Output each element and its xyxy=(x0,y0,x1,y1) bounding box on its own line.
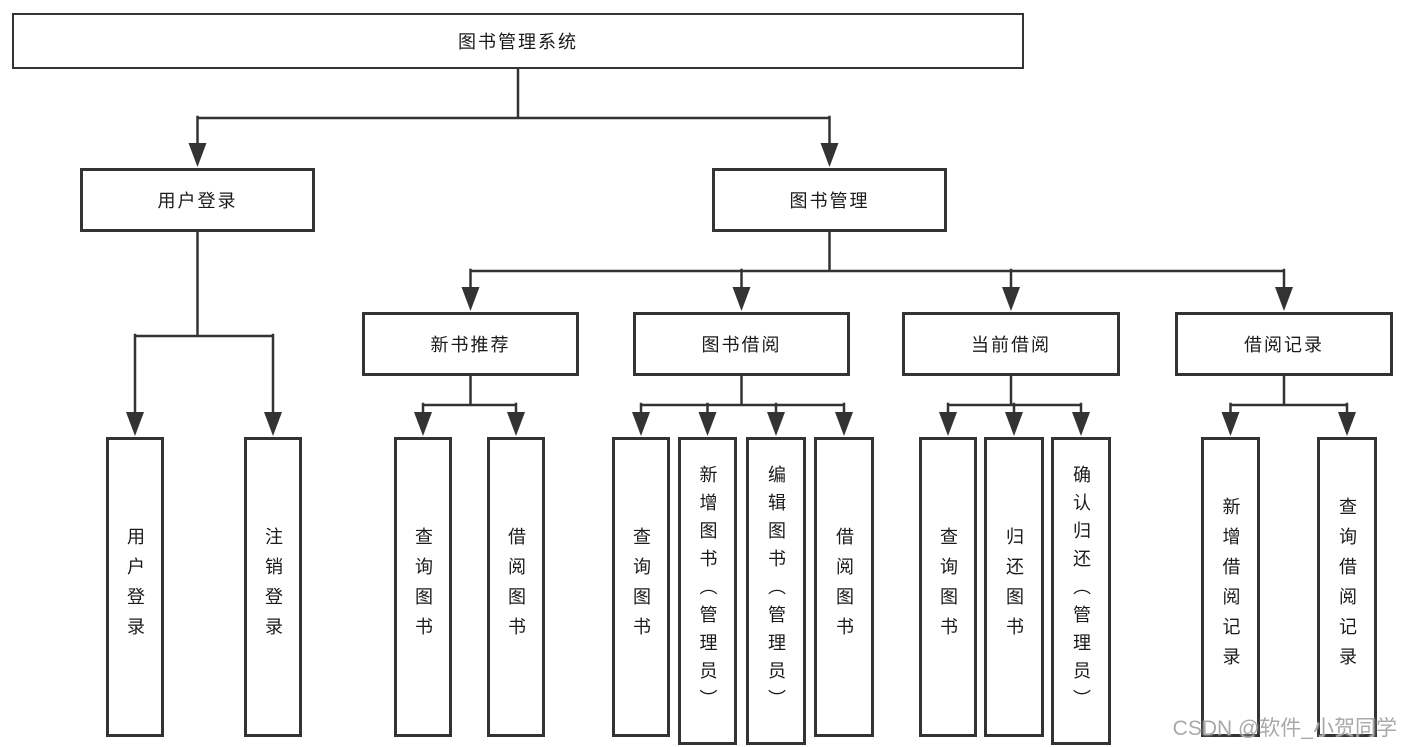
node-library-management-system: 图书管理系统 xyxy=(12,13,1024,69)
node-current-borrowing: 当前借阅 xyxy=(902,312,1120,376)
leaf-label: 用户登录 xyxy=(125,527,145,647)
leaf-borrow-books: 借阅图书 xyxy=(814,437,874,737)
node-new-book-recommendation: 新书推荐 xyxy=(362,312,579,376)
leaf-add-borrow-record: 新增借阅记录 xyxy=(1201,437,1260,737)
leaf-label: 借阅图书 xyxy=(834,527,854,647)
leaf-add-books-admin: 新增图书（管理员） xyxy=(678,437,737,745)
leaf-label: 查询图书 xyxy=(938,527,958,647)
leaf-confirm-return-admin: 确认归还（管理员） xyxy=(1051,437,1111,745)
leaf-user-login: 用户登录 xyxy=(106,437,164,737)
node-label: 图书管理系统 xyxy=(458,32,578,52)
leaf-return-books: 归还图书 xyxy=(984,437,1044,737)
node-label: 借阅记录 xyxy=(1244,335,1324,355)
leaf-label: 借阅图书 xyxy=(506,527,526,647)
connector-current-branch xyxy=(939,374,1090,436)
leaf-borrow-books-recommendation: 借阅图书 xyxy=(487,437,545,737)
leaf-query-borrow-record: 查询借阅记录 xyxy=(1317,437,1377,737)
leaf-label: 注销登录 xyxy=(263,527,283,647)
leaf-label: 新增借阅记录 xyxy=(1220,497,1241,677)
node-user-login: 用户登录 xyxy=(80,168,315,232)
connector-book-management-branch xyxy=(461,230,1293,311)
leaf-label: 查询借阅记录 xyxy=(1337,497,1357,677)
leaf-label: 确认归还（管理员） xyxy=(1071,465,1091,717)
leaf-label: 编辑图书（管理员） xyxy=(766,465,786,717)
node-borrowing-records: 借阅记录 xyxy=(1175,312,1393,376)
node-label: 新书推荐 xyxy=(430,335,511,355)
leaf-query-books-current: 查询图书 xyxy=(919,437,977,737)
leaf-query-books-borrowing: 查询图书 xyxy=(612,437,670,737)
node-label: 图书管理 xyxy=(789,191,870,211)
connector-borrowing-branch xyxy=(632,374,853,436)
leaf-edit-books-admin: 编辑图书（管理员） xyxy=(746,437,806,745)
leaf-label: 查询图书 xyxy=(631,527,651,647)
leaf-logout: 注销登录 xyxy=(244,437,302,737)
connector-user-login-branch xyxy=(126,230,282,436)
connector-recommendation-branch xyxy=(414,374,525,436)
node-label: 当前借阅 xyxy=(971,335,1051,355)
leaf-label: 新增图书（管理员） xyxy=(697,465,718,717)
connector-root-branch xyxy=(188,67,839,167)
node-book-management: 图书管理 xyxy=(712,168,947,232)
leaf-label: 查询图书 xyxy=(413,527,433,647)
node-book-borrowing: 图书借阅 xyxy=(633,312,850,376)
node-label: 图书借阅 xyxy=(701,335,782,355)
leaf-label: 归还图书 xyxy=(1004,527,1024,647)
connector-records-branch xyxy=(1221,374,1356,436)
csdn-watermark: CSDN @软件_小贺同学 xyxy=(1172,717,1397,740)
leaf-query-books-recommendation: 查询图书 xyxy=(394,437,452,737)
node-label: 用户登录 xyxy=(157,191,238,211)
